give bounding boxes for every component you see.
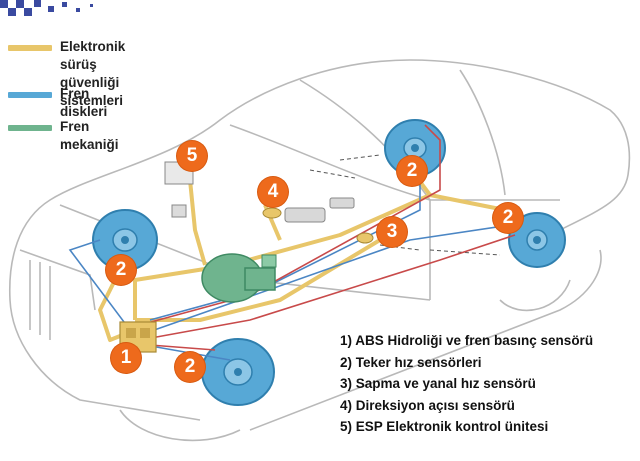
legend-label: Fren mekaniği [60, 119, 119, 152]
engine-parts [284, 197, 355, 223]
badge-5-esp: 5 [177, 141, 207, 171]
legend-swatch-green [8, 125, 52, 131]
legend-label: Fren diskleri [60, 86, 108, 119]
brake-disc-front-right [201, 338, 275, 406]
electronic-wiring [98, 173, 506, 342]
badge-2-rear-right: 2 [493, 203, 523, 233]
yaw-sensor [356, 232, 374, 244]
component-item: 5) ESP Elektronik kontrol ünitesi [340, 419, 549, 434]
legend-item-brake-disc: Fren diskleri [8, 85, 107, 121]
brake-disc-rear-right [508, 212, 566, 268]
legend-swatch-blue [8, 92, 52, 98]
steering-sensor [262, 207, 282, 219]
brake-lines-blue [68, 170, 511, 361]
legend-label: Elektronik sürüş güvenliği sistemleri [60, 39, 126, 108]
brake-lines-red [139, 124, 516, 351]
legend-swatch-yellow [8, 45, 52, 51]
badge-2-front-left: 2 [106, 255, 136, 285]
component-list: 1) ABS Hidroliği ve fren basınç sensörü … [340, 330, 593, 438]
legend-item-brake-mechanics: Fren mekaniği [8, 118, 119, 154]
badge-2-rear-left: 2 [397, 156, 427, 186]
badge-3-yaw: 3 [377, 217, 407, 247]
badge-2-front-right: 2 [175, 352, 205, 382]
badge-4-steering: 4 [258, 177, 288, 207]
component-item: 1) ABS Hidroliği ve fren basınç sensörü [340, 333, 594, 348]
brake-booster [201, 253, 277, 303]
component-item: 2) Teker hız sensörleri [340, 354, 482, 370]
legend-item-electronic: Elektronik sürüş güvenliği sistemleri [8, 38, 125, 110]
checker-pattern [0, 0, 93, 16]
component-item: 4) Direksiyon açısı sensörü [340, 397, 515, 413]
component-item: 3) Sapma ve yanal hız sensörü [340, 376, 536, 391]
badge-1-abs: 1 [111, 343, 141, 373]
